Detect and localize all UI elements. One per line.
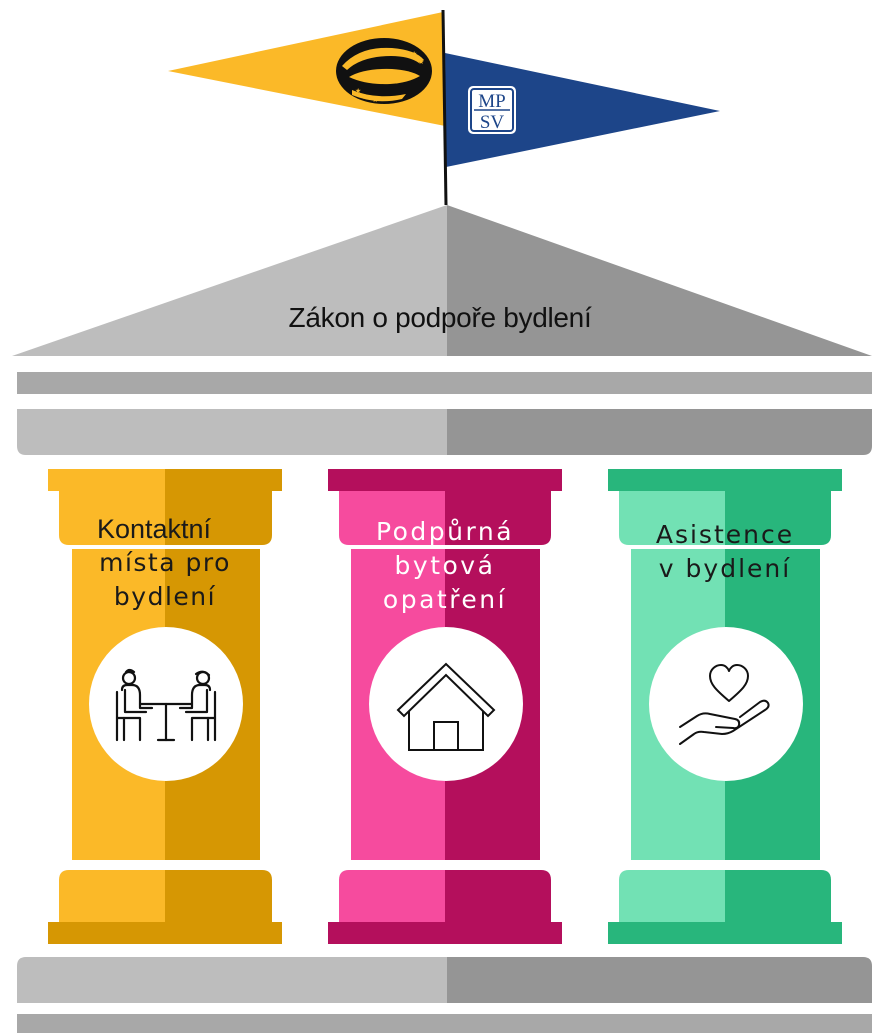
top-beam-left xyxy=(17,409,447,455)
pillar-1 xyxy=(48,469,282,944)
mpsv-logo-bottom: SV xyxy=(480,112,505,133)
roof-title: Zákon o podpoře bydlení xyxy=(288,302,592,333)
base-beam-right xyxy=(447,957,872,1003)
svg-text:★: ★ xyxy=(362,93,368,101)
flag-right xyxy=(445,53,720,167)
roof-right xyxy=(447,205,872,356)
house-icon xyxy=(396,662,496,751)
pillar-2-title-line-1: Podpůrná xyxy=(375,517,515,546)
icon-circle-2 xyxy=(369,627,523,781)
base-beam-bottom xyxy=(17,1014,872,1033)
pillar-1-title: Kontaktní místa pro bydlení xyxy=(70,512,260,614)
top-beam-thin xyxy=(17,372,872,394)
mpsv-logo-top: MP xyxy=(478,91,505,112)
icon-circle-3 xyxy=(649,627,803,781)
mpsv-logo: MP SV xyxy=(468,86,516,134)
svg-text:★: ★ xyxy=(418,58,424,66)
pillar-1-title-line-3: bydlení xyxy=(113,582,217,611)
pillar-3-title-line-2: v bydlení xyxy=(658,554,792,583)
eu-esf-ring-logo: ★ ★ ★ ★ ★ xyxy=(336,38,432,104)
pillar-3-title-line-1: Asistence xyxy=(655,520,795,549)
pillar-1-title-line-1: Kontaktní xyxy=(96,514,212,544)
pillar-2-title: Podpůrná bytová opatření xyxy=(345,515,545,617)
svg-text:★: ★ xyxy=(355,87,361,95)
heart-hand-icon xyxy=(679,664,770,745)
flag-pole xyxy=(441,9,448,206)
top-beam-right xyxy=(447,409,872,455)
roof-left xyxy=(12,205,447,356)
base-beam-left xyxy=(17,957,447,1003)
pillar-1-title-line-2: místa pro xyxy=(99,548,231,577)
pillar-2 xyxy=(328,469,562,944)
pillar-2-title-line-2: bytová xyxy=(394,551,496,580)
pillar-3-title: Asistence v bydlení xyxy=(625,518,825,586)
pillar-2-title-line-3: opatření xyxy=(382,585,508,614)
svg-text:★: ★ xyxy=(411,50,417,58)
meeting-table-icon xyxy=(115,668,217,742)
svg-text:★: ★ xyxy=(372,96,378,104)
